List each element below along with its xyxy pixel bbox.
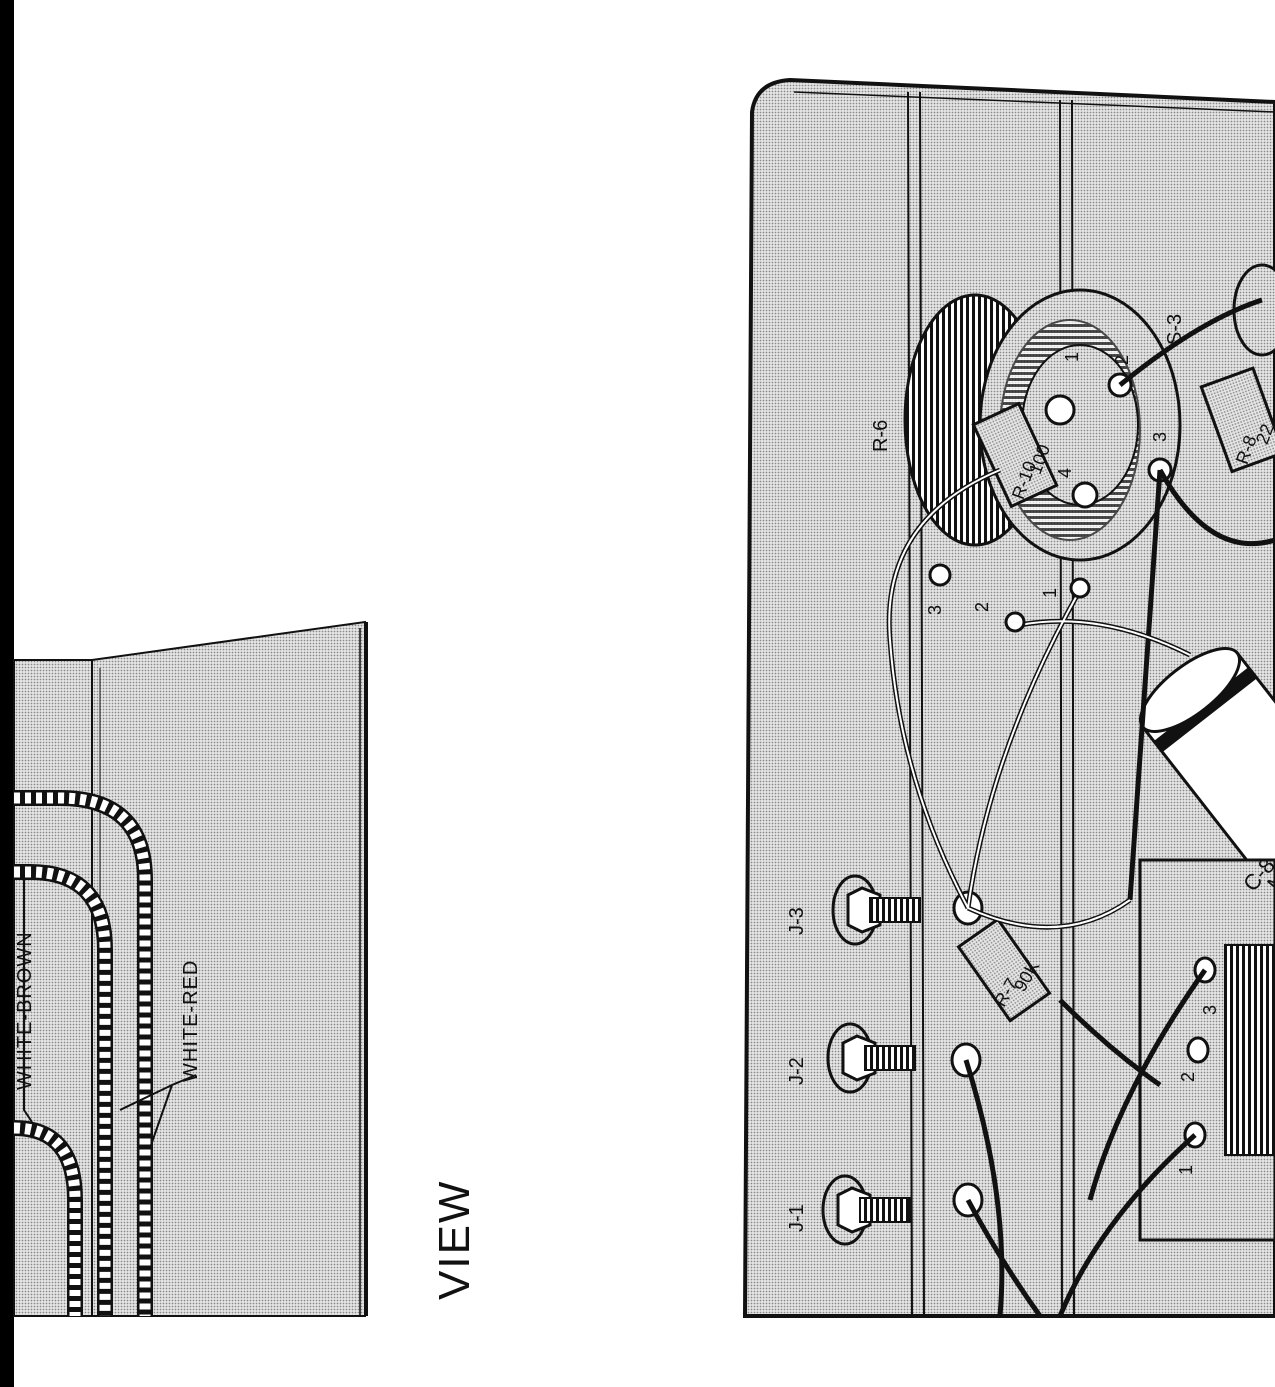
terminal-number: 2 <box>1178 1071 1198 1082</box>
resistor-r8 <box>1199 366 1275 474</box>
terminal-number: 1 <box>1176 1164 1196 1175</box>
rotary-switch-lower <box>1138 858 1275 1242</box>
jack-j3 <box>831 874 984 946</box>
label-j3: J-3 <box>786 907 808 935</box>
label-j2: J-2 <box>786 1057 808 1085</box>
label-r6: R-6 <box>870 419 892 452</box>
right-panel <box>742 77 1275 1318</box>
page-edge-border <box>0 0 14 1387</box>
terminal-number: 4 <box>1055 467 1075 478</box>
wire-label-white-red: WHITE-RED <box>180 959 202 1082</box>
terminal-number: 1 <box>1040 587 1060 598</box>
wire-label-white-brown: WHITE-BROWN <box>14 931 36 1090</box>
label-s3: S-3 <box>1164 313 1186 345</box>
terminal-number: 2 <box>1112 354 1132 365</box>
label-j1: J-1 <box>786 1204 808 1232</box>
left-panel <box>13 620 368 1317</box>
capacitor-c8 <box>1138 647 1275 990</box>
terminal-number: 3 <box>1150 431 1170 442</box>
terminal-number: 1 <box>1062 351 1082 362</box>
terminal-number: 2 <box>972 601 992 612</box>
resistor-r7 <box>956 917 1052 1023</box>
terminal-number: 3 <box>925 604 945 615</box>
resistor-r10 <box>971 401 1059 509</box>
view-title: VIEW <box>430 1179 479 1300</box>
potentiometer-r6 <box>903 288 1182 562</box>
jack-j1 <box>821 1174 984 1246</box>
terminal-number: 3 <box>1200 1004 1220 1015</box>
